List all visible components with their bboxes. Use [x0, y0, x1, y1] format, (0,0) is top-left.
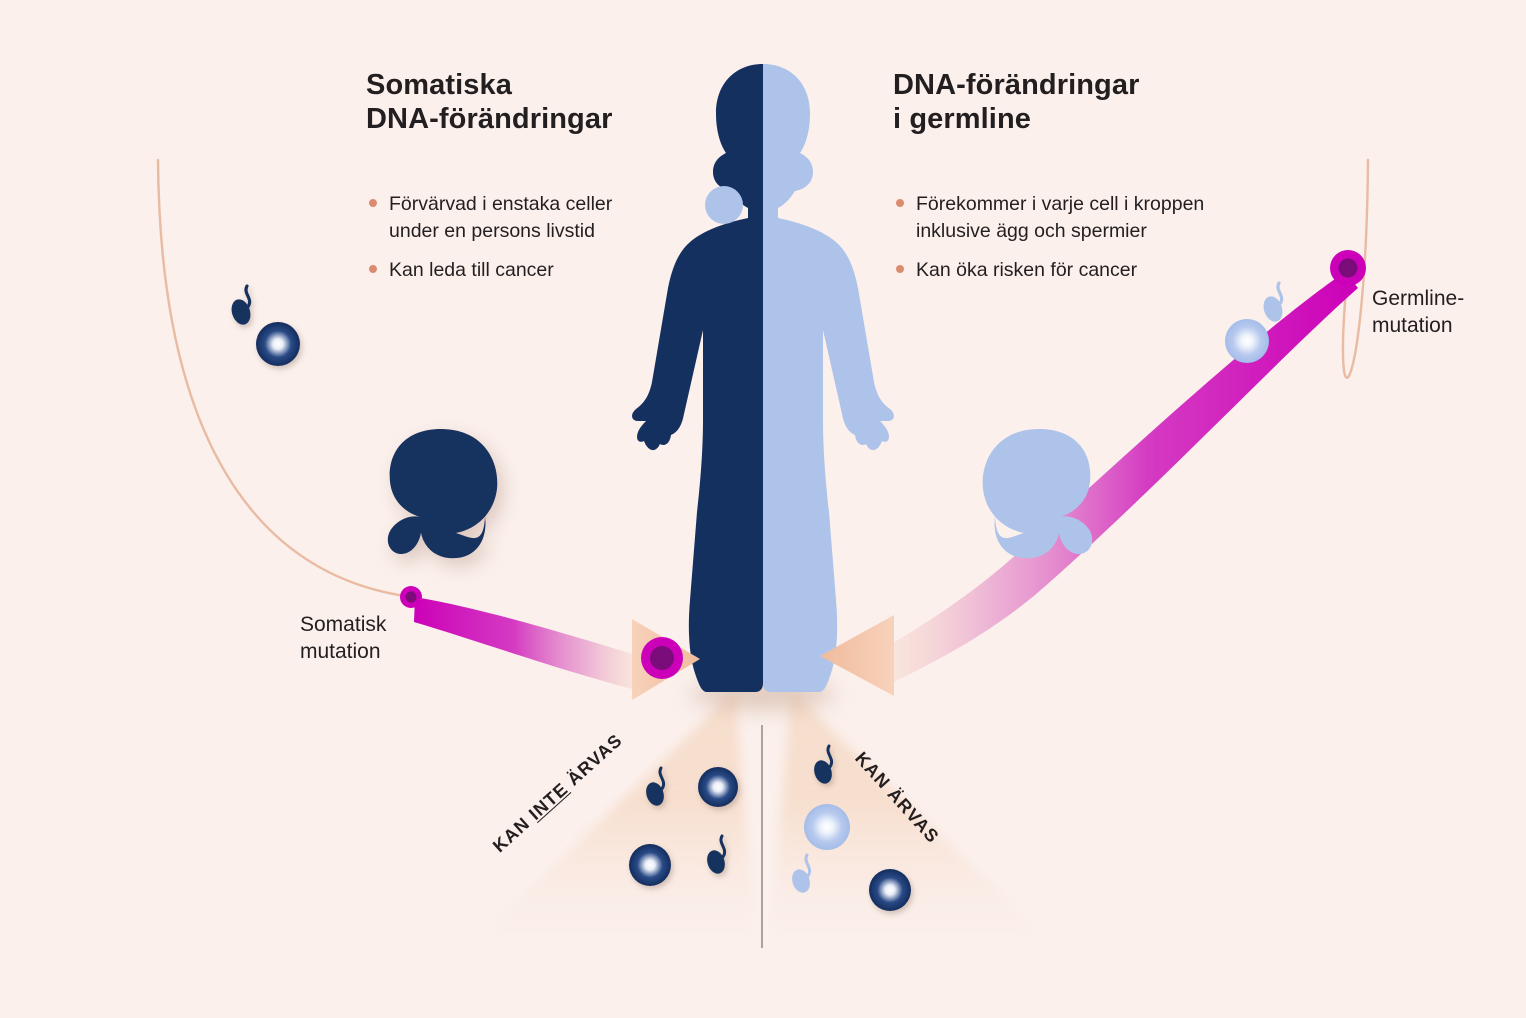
sperm-icon — [814, 744, 834, 784]
list-item: Förvärvad i enstaka celler under en pers… — [366, 191, 666, 244]
germline-label-line2: mutation — [1372, 314, 1453, 338]
somatic-column: Somatiska DNA-förändringar Förvärvad i e… — [366, 68, 666, 296]
cone-cells-left — [629, 766, 738, 886]
somatic-bullet-list: Förvärvad i enstaka celler under en pers… — [366, 191, 666, 283]
figure-right-half — [763, 64, 894, 692]
somatic-title: Somatiska DNA-förändringar — [366, 68, 666, 136]
germline-bullet-list: Förekommer i varje cell i kroppen inklus… — [893, 191, 1253, 283]
germline-mutation-label: Germline- mutation — [1372, 285, 1464, 340]
bullet-text-line1: Förvärvad i enstaka celler — [389, 193, 613, 216]
egg-cell-icon — [629, 844, 671, 886]
bullet-text-line1: Kan öka risken för cancer — [916, 258, 1138, 281]
embryo-icon-left — [387, 429, 498, 559]
list-item: Kan öka risken för cancer — [893, 257, 1253, 284]
egg-cell-icon-light — [1225, 319, 1269, 363]
cone-cells-right — [792, 744, 911, 911]
egg-cell-icon — [256, 322, 300, 366]
decorative-arc-lines — [156, 158, 1370, 600]
inheritance-cone — [470, 690, 1056, 948]
egg-cell-icon — [698, 767, 738, 807]
sperm-icon — [231, 284, 252, 325]
bullet-text-line1: Förekommer i varje cell i kroppen — [916, 193, 1205, 216]
mutation-dot-germline-icon — [1330, 250, 1366, 286]
somatic-label-line1: Somatisk — [300, 613, 387, 636]
list-item: Kan leda till cancer — [366, 257, 666, 284]
list-item: Förekommer i varje cell i kroppen inklus… — [893, 191, 1253, 244]
embryo-icon-right — [982, 429, 1093, 559]
somatic-title-line1: Somatiska — [366, 69, 512, 101]
bullet-text-line2: inklusive ägg och spermier — [916, 220, 1147, 243]
germline-title-line1: DNA-förändringar — [893, 69, 1140, 101]
mutation-dot-icon — [400, 586, 422, 608]
germline-label-line1: Germline- — [1372, 287, 1465, 310]
sperm-icon — [707, 834, 727, 874]
bullet-text-line1: Kan leda till cancer — [389, 258, 554, 281]
figure-left-half — [632, 64, 763, 692]
tumor-spot-icon — [705, 186, 743, 224]
sperm-icon-light — [1263, 281, 1284, 322]
egg-cell-icon-light — [804, 804, 850, 850]
germline-title: DNA-förändringar i germline — [893, 68, 1253, 136]
egg-cell-icon — [869, 869, 911, 911]
germline-column: DNA-förändringar i germline Förekommer i… — [893, 68, 1253, 296]
sperm-icon-light — [792, 853, 812, 893]
somatic-title-line2: DNA-förändringar — [366, 103, 613, 136]
somatic-mutation-label: Somatisk mutation — [300, 611, 386, 666]
mutation-dot-large-icon — [641, 637, 683, 679]
arrow-icon — [820, 615, 894, 696]
sperm-icon — [646, 766, 666, 806]
somatic-mutation-arrow — [400, 586, 700, 700]
germline-mutation-arrow — [820, 250, 1366, 696]
somatic-label-line2: mutation — [300, 640, 381, 664]
germline-title-line2: i germline — [893, 103, 1031, 136]
bullet-text-line2: under en persons livstid — [389, 220, 595, 243]
human-figure — [632, 64, 894, 692]
